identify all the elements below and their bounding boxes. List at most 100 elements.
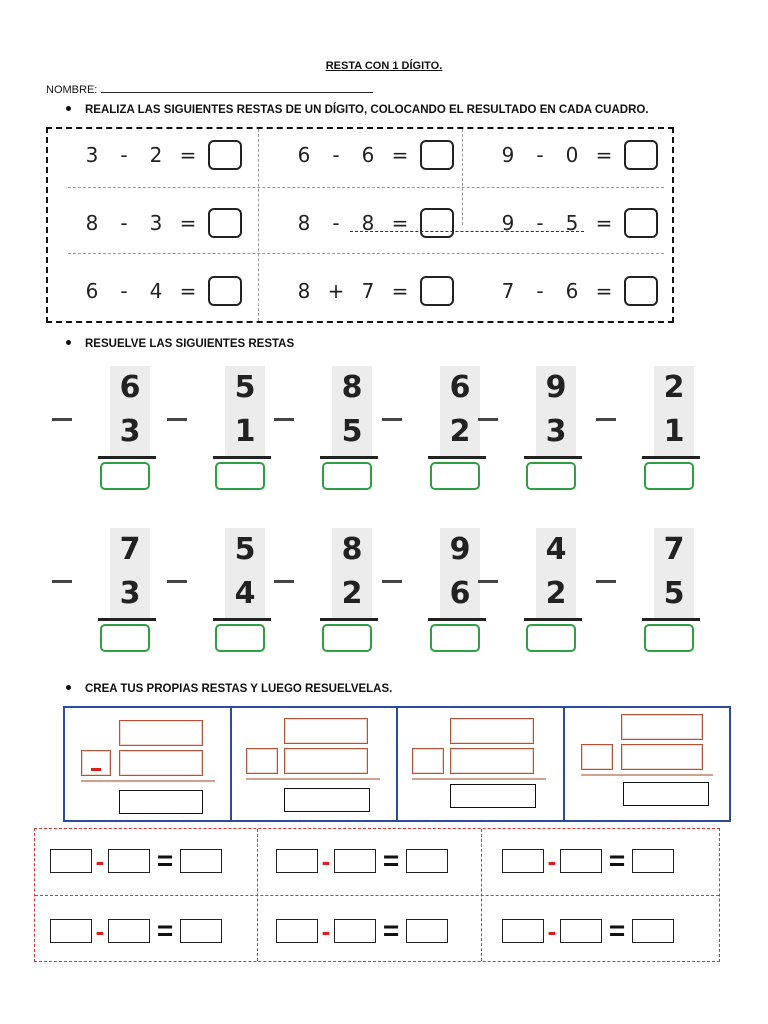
subtrahend-box[interactable]: [283, 748, 368, 774]
minus-sign: [52, 418, 72, 421]
worksheet-title: RESTA CON 1 DÍGITO.: [325, 60, 443, 72]
answer-box[interactable]: [215, 624, 265, 652]
bullet-icon: [66, 106, 71, 112]
operator: -: [120, 279, 128, 303]
horizontal-equation: 3-2=: [76, 140, 242, 170]
blank-box[interactable]: [50, 919, 92, 943]
minuend: 6: [449, 370, 471, 405]
subtrahend: 2: [341, 576, 363, 611]
blank-box[interactable]: [50, 849, 92, 873]
result-bar: [428, 618, 486, 621]
stray-dashed-line: [350, 231, 584, 232]
blank-box[interactable]: [334, 849, 376, 873]
answer-box[interactable]: [208, 140, 242, 170]
answer-box[interactable]: [430, 462, 480, 490]
result-bar: [524, 618, 582, 621]
operand-a: 8: [297, 279, 311, 303]
horizontal-equation: 8-3=: [76, 208, 242, 238]
answer-box[interactable]: [322, 624, 372, 652]
subtrahend-box[interactable]: [119, 750, 203, 776]
subtrahend: 3: [119, 414, 141, 449]
answer-box[interactable]: [644, 624, 694, 652]
answer-box[interactable]: [208, 276, 242, 306]
name-underline[interactable]: [101, 92, 374, 93]
column-divider: [462, 129, 463, 225]
answer-box[interactable]: [420, 208, 454, 238]
minuend-box[interactable]: [620, 714, 703, 740]
number-panel: [110, 366, 150, 458]
minus-sign: -: [95, 916, 105, 946]
answer-box[interactable]: [208, 208, 242, 238]
minus-sign: -: [321, 916, 331, 946]
operator-box[interactable]: [412, 748, 444, 774]
create-cell: [65, 708, 232, 820]
blank-box[interactable]: [406, 919, 448, 943]
minuend-box[interactable]: [450, 718, 534, 744]
blank-box[interactable]: [334, 919, 376, 943]
blank-box[interactable]: [276, 919, 318, 943]
number-panel: [536, 528, 576, 620]
equals-sign: =: [608, 845, 626, 876]
result-box[interactable]: [119, 790, 203, 814]
operand-b: 6: [361, 143, 375, 167]
minus-sign: [382, 418, 402, 421]
equals-sign: =: [595, 143, 613, 167]
blank-box[interactable]: [108, 849, 150, 873]
answer-box[interactable]: [624, 276, 658, 306]
minuend-box[interactable]: [119, 720, 203, 746]
blank-box[interactable]: [276, 849, 318, 873]
result-box[interactable]: [283, 788, 370, 812]
answer-box[interactable]: [526, 624, 576, 652]
answer-box[interactable]: [322, 462, 372, 490]
blank-box[interactable]: [632, 849, 674, 873]
blank-equations-grid: [34, 828, 720, 962]
blank-equation: -=: [276, 916, 448, 946]
blank-box[interactable]: [560, 849, 602, 873]
horizontal-equation: 9-0=: [492, 140, 658, 170]
answer-box[interactable]: [644, 462, 694, 490]
blank-box[interactable]: [502, 849, 544, 873]
blank-box[interactable]: [406, 849, 448, 873]
operator-box[interactable]: [81, 750, 111, 776]
instruction-3: CREA TUS PROPIAS RESTAS Y LUEGO RESUELVE…: [66, 683, 392, 695]
number-panel: [225, 528, 265, 620]
blank-box[interactable]: [632, 919, 674, 943]
blank-box[interactable]: [502, 919, 544, 943]
answer-box[interactable]: [624, 208, 658, 238]
answer-box[interactable]: [430, 624, 480, 652]
number-panel: [536, 366, 576, 458]
answer-box[interactable]: [420, 276, 454, 306]
subtrahend-box[interactable]: [620, 744, 703, 770]
row-divider: [68, 187, 664, 188]
operand-a: 8: [85, 211, 99, 235]
minuend-box[interactable]: [283, 718, 368, 744]
minuend: 7: [663, 532, 685, 567]
operator-box[interactable]: [580, 744, 613, 770]
instruction-1: REALIZA LAS SIGUIENTES RESTAS DE UN DÍGI…: [66, 104, 649, 116]
answer-box[interactable]: [526, 462, 576, 490]
answer-box[interactable]: [100, 462, 150, 490]
operator-box[interactable]: [245, 748, 278, 774]
blank-box[interactable]: [180, 849, 222, 873]
result-box[interactable]: [622, 782, 709, 806]
subtrahend: 5: [341, 414, 363, 449]
name-label: NOMBRE:: [46, 84, 98, 96]
minus-sign: -: [321, 846, 331, 876]
create-cell: [232, 708, 398, 820]
result-box[interactable]: [450, 784, 536, 808]
answer-box[interactable]: [624, 140, 658, 170]
instruction-3-text: CREA TUS PROPIAS RESTAS Y LUEGO RESUELVE…: [85, 683, 393, 695]
blank-box[interactable]: [108, 919, 150, 943]
name-field[interactable]: NOMBRE:: [46, 84, 374, 96]
minuend: 9: [449, 532, 471, 567]
answer-box[interactable]: [100, 624, 150, 652]
equals-sign: =: [391, 211, 409, 235]
blank-box[interactable]: [180, 919, 222, 943]
blank-box[interactable]: [560, 919, 602, 943]
create-your-own-grid: [63, 706, 731, 822]
answer-box[interactable]: [215, 462, 265, 490]
subtrahend-box[interactable]: [450, 748, 534, 774]
answer-box[interactable]: [420, 140, 454, 170]
minus-sign: [478, 418, 498, 421]
column-divider: [258, 129, 259, 321]
